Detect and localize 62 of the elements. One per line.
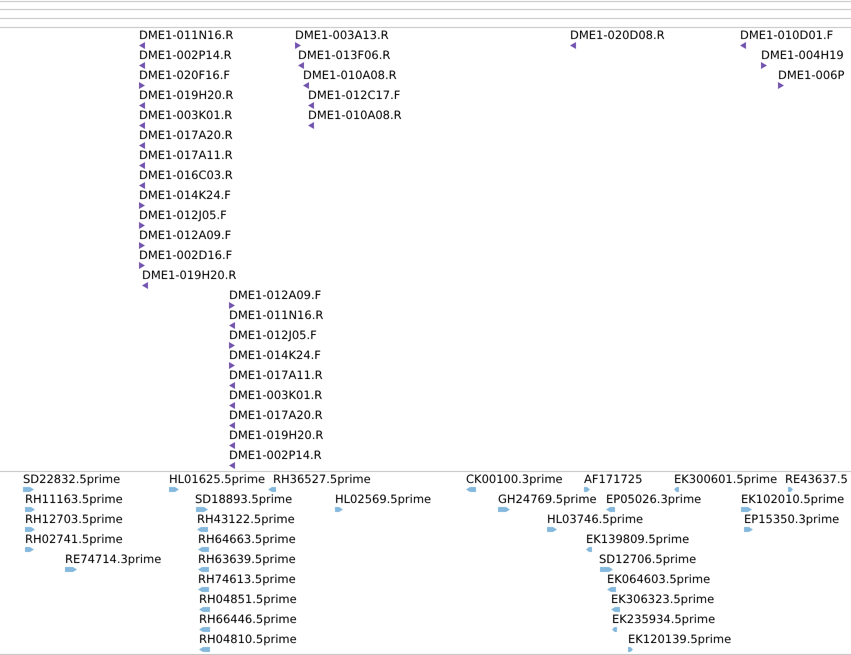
feature-label: DME1-013F06.R [298, 48, 390, 62]
feature-label: EK064603.5prime [607, 572, 710, 586]
feature-label: GH24769.5prime [498, 492, 597, 506]
feature-label: DME1-011N16.R [229, 308, 324, 322]
feature-label: DME1-012J05.F [229, 328, 317, 342]
feature-label: DME1-002P14.R [229, 448, 322, 462]
feature-label: DME1-017A11.R [229, 368, 323, 382]
feature-label: RH04810.5prime [199, 632, 297, 646]
feature-label: HL03746.5prime [547, 512, 644, 526]
feature-label: EK139809.5prime [586, 532, 690, 546]
feature-label: EP15350.3prime [744, 512, 840, 526]
feature-label: EP05026.3prime [606, 492, 702, 506]
feature-label: RH64663.5prime [198, 532, 296, 546]
feature-label: DME1-012A09.F [229, 288, 322, 302]
feature-label: DME1-017A11.R [139, 148, 233, 162]
feature-label: RH36527.5prime [273, 472, 371, 486]
feature-label: DME1-019H20.R [139, 88, 234, 102]
feature-label: DME1-019H20.R [142, 268, 236, 282]
feature-label: SD18893.5prime [195, 492, 292, 506]
feature-label: HL02569.5prime [335, 492, 432, 506]
feature-label: RH04851.5prime [199, 592, 297, 606]
feature-label: DME1-012A09.F [139, 228, 232, 242]
feature-label: DME1-006P [778, 68, 844, 82]
feature-label: EK120139.5prime [628, 632, 732, 646]
feature-label: SD22832.5prime [23, 472, 120, 486]
feature-label: DME1-010D01.F [740, 28, 834, 42]
feature-label: RH43122.5prime [197, 512, 295, 526]
feature-label: RH66446.5prime [199, 612, 297, 626]
feature-label: EK235934.5prime [612, 612, 716, 626]
feature-label: DME1-004H19 [761, 48, 844, 62]
feature-label: RE43637.5 [785, 472, 848, 486]
feature-label: DME1-017A20.R [229, 408, 323, 422]
feature-label: AF171725 [584, 472, 642, 486]
feature-label: DME1-002D16.F [139, 248, 232, 262]
feature-label: EK102010.5prime [741, 492, 844, 506]
feature-label: DME1-020D08.R [570, 28, 665, 42]
feature-label: RH12703.5prime [25, 512, 123, 526]
feature-label: DME1-010A08.R [308, 108, 402, 122]
feature-label: RH74613.5prime [198, 572, 296, 586]
feature-label: DME1-003K01.R [229, 388, 322, 402]
feature-label: DME1-003A13.R [295, 28, 389, 42]
feature-label: CK00100.3prime [466, 472, 563, 486]
feature-label: DME1-012C17.F [308, 88, 400, 102]
feature-label: DME1-016C03.R [139, 168, 233, 182]
feature-label: RH63639.5prime [198, 552, 296, 566]
feature-label: EK306323.5prime [611, 592, 714, 606]
feature-label: DME1-003K01.R [139, 108, 232, 122]
feature-label: DME1-012J05.F [139, 208, 227, 222]
feature-label: DME1-010A08.R [303, 68, 397, 82]
feature-label: DME1-014K24.F [229, 348, 321, 362]
feature-label: RH11163.5prime [25, 492, 123, 506]
feature-label: DME1-002P14.R [139, 48, 232, 62]
feature-label: DME1-014K24.F [139, 188, 231, 202]
feature-label: EK300601.5prime [674, 472, 778, 486]
feature-label: DME1-020F16.F [139, 68, 230, 82]
feature-label: DME1-019H20.R [229, 428, 324, 442]
feature-label: RH02741.5prime [25, 532, 123, 546]
feature-label: SD12706.5prime [599, 552, 696, 566]
feature-label: DME1-017A20.R [139, 128, 233, 142]
feature-label: RE74714.3prime [65, 552, 162, 566]
feature-label: DME1-011N16.R [139, 28, 234, 42]
feature-label: HL01625.5prime [169, 472, 266, 486]
